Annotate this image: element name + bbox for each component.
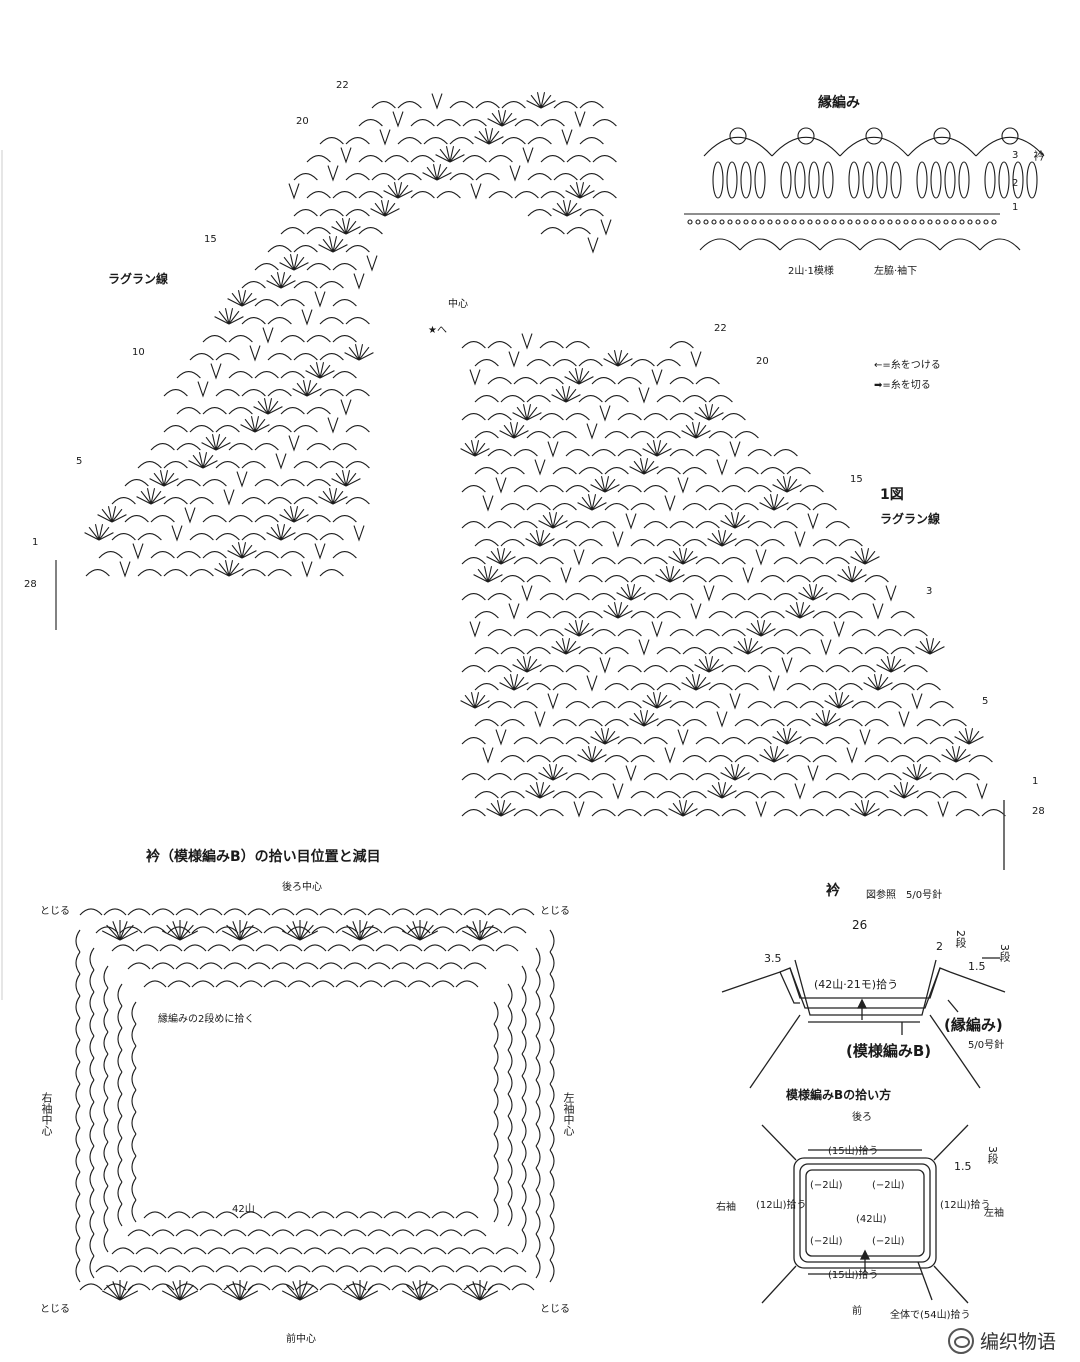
edge-row-1: 1 [1012,202,1019,213]
inner-42-label: (42山) [856,1214,887,1225]
star-to-label: ★へ [428,325,447,336]
pattern-b-paren-label: (模様編みB) [846,1042,932,1060]
collar-small-title: 衿 [826,883,840,899]
total-54-label: 全体で(54山)拾う [890,1310,971,1321]
dim-3-rows: 3段 [998,944,1011,962]
pick-12-right: (12山)拾う [940,1200,991,1211]
front-center-label: 前中心 [286,1334,316,1345]
minus-2-top-right: (−2山) [872,1180,905,1191]
raglan-line-label-left: ラグラン線 [108,272,169,286]
join-label-bottom-right: とじる [540,1304,570,1315]
dim-3-rows-b: 3段 [986,1146,999,1164]
wechat-logo-icon [947,1327,974,1354]
join-label-top-left: とじる [40,906,70,917]
row-marker-10-left: 10 [132,347,145,358]
row-marker-5-left: 5 [76,456,83,467]
right-sleeve-label: 右袖 [716,1202,736,1213]
dim-3-5: 3.5 [764,952,782,965]
edge-row-3: 3 [1012,150,1019,161]
edging-repeat-label: 2山·1模様 [788,266,834,277]
dim-2-rows: 2段 [954,930,967,948]
dim-1-5: 1.5 [968,960,986,973]
watermark: 编织物语 [947,1327,1056,1354]
right-sleeve-center-label: 右袖中心 [40,1092,53,1136]
center-label: 中心 [448,299,468,310]
left-sleeve-center-label: 左袖中心 [562,1092,575,1136]
figure-1-title: 1図 [880,487,904,503]
pick-15-bottom: (15山)拾う [828,1270,879,1281]
edge-row-2: 2 [1012,178,1019,189]
join-label-top-right: とじる [540,906,570,917]
collar-chart-title: 衿（模様編みB）の拾い目位置と減目 [146,849,381,865]
pick-15-top: (15山)拾う [828,1146,879,1157]
pick-12-left: (12山)拾う [756,1200,807,1211]
join-label-bottom-left: とじる [40,1304,70,1315]
edging-chart [684,127,1045,251]
back-label: 後ろ [852,1112,872,1123]
row-marker-20-right: 20 [756,356,769,367]
row-marker-22-right: 22 [714,323,727,334]
row-marker-22-left: 22 [336,80,349,91]
row-marker-1-right: 1 [1032,776,1039,787]
legend-cut-yarn: ➡=糸を切る [874,380,931,391]
dim-2: 2 [936,940,943,953]
row-marker-3-right: 3 [926,586,933,597]
row-marker-28-left: 28 [24,579,37,590]
row-marker-20-left: 20 [296,116,309,127]
collar-chart [75,908,555,1301]
row-marker-15-left: 15 [204,234,217,245]
count-42-label: 42山 [232,1204,255,1215]
legend-attach-yarn: ←=糸をつける [874,360,941,371]
collar-reference: 図参照 5/0号針 [866,890,943,901]
minus-2-bottom-left: (−2山) [810,1236,843,1247]
row-marker-1-left: 1 [32,537,39,548]
left-raglan-chart [55,92,617,630]
edging-title: 縁編み [818,95,860,111]
dim-1-5-b: 1.5 [954,1160,972,1173]
collar-schematic [721,957,1006,1304]
minus-2-top-left: (−2山) [810,1180,843,1191]
dim-26: 26 [852,918,868,932]
back-center-label: 後ろ中心 [282,882,322,893]
needle-label: 5/0号針 [968,1040,1005,1051]
left-sleeve-label: 左袖 [984,1208,1004,1219]
raglan-line-label-right: ラグラン線 [880,512,941,526]
watermark-text: 编织物语 [979,1331,1056,1353]
front-label: 前 [852,1306,862,1317]
edge-row2-note: 縁編みの2段めに拾く [158,1014,255,1025]
edging-paren-label: (縁編み) [944,1016,1003,1034]
row-marker-5-right: 5 [982,696,989,707]
pick-42-21-label: (42山·21モ)拾う [814,978,899,991]
edge-collar-mark: 衿 [1032,150,1045,161]
right-raglan-chart [460,333,1006,818]
row-marker-15-right: 15 [850,474,863,485]
minus-2-bottom-right: (−2山) [872,1236,905,1247]
edging-underarm-label: 左脇·袖下 [874,266,918,277]
row-marker-28-right: 28 [1032,806,1045,817]
pickup-title: 模様編みBの拾い方 [786,1088,892,1102]
